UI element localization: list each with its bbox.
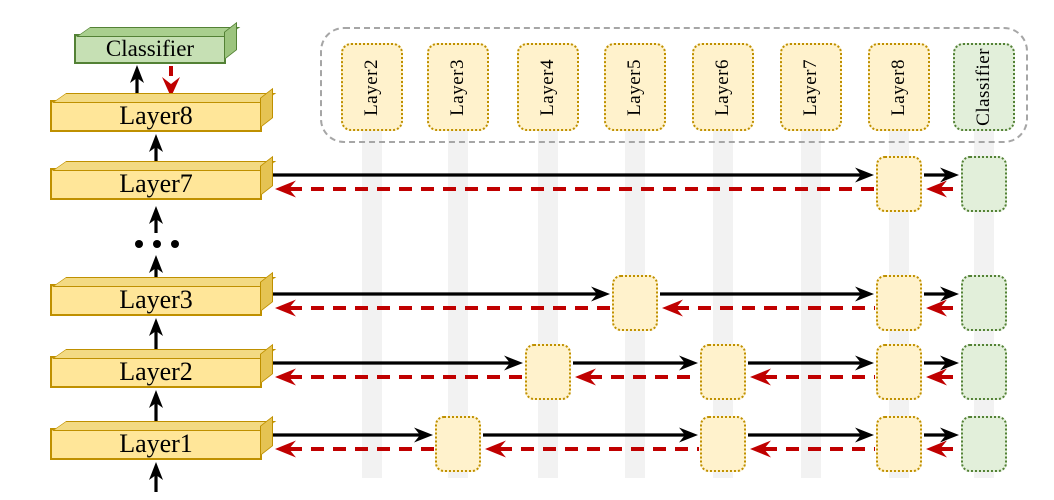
classifier-bar: Classifier [74, 34, 226, 64]
backward-arrow-layer8-layer3-head [662, 299, 683, 317]
module-box-layer2-layer4 [525, 344, 571, 400]
forward-arrow-ellipsis-to-layer7 [149, 206, 163, 233]
backward-arrow-classifier-layer1-head [926, 440, 947, 458]
backward-arrow-classifier-to-layer8 [162, 66, 180, 97]
module-box-layer7-layer8 [876, 156, 922, 212]
module-box-layer2-layer8 [876, 344, 922, 400]
forward-arrow-layer2-layer6-head [679, 355, 698, 371]
layer3-bar-label: Layer3 [119, 285, 193, 314]
module-box-layer2-classifier [961, 344, 1007, 400]
forward-arrow-layer2-layer4-head [504, 355, 523, 371]
backward-arrow-classifier-layer3-head [926, 299, 947, 317]
backward-arrow-layer6-layer1-head [485, 440, 506, 458]
forward-arrow-layer2-layer8-head [855, 355, 874, 371]
backward-arrow-layer4-layer2-head [275, 368, 296, 386]
panel-box-layer7-label: Layer7 [800, 58, 821, 116]
backward-arrow-layer3-layer1-head [275, 440, 296, 458]
panel-box-layer7: Layer7 [780, 43, 842, 131]
layer2-bar-label: Layer2 [119, 357, 193, 386]
forward-arrow-layer3-layer5-head [591, 286, 610, 302]
layer8-bar: Layer8 [50, 100, 262, 132]
layer7-bar: Layer7 [50, 168, 262, 200]
layer3-bar: Layer3 [50, 284, 262, 316]
panel-box-layer2-label: Layer2 [361, 58, 382, 116]
panel-box-classifier: Classifier [953, 43, 1015, 131]
panel-box-layer4: Layer4 [517, 43, 579, 131]
panel-box-layer2: Layer2 [341, 43, 403, 131]
panel-box-layer6: Layer6 [692, 43, 754, 131]
backward-arrow-layer8-layer1-head [750, 440, 771, 458]
module-box-layer1-layer6 [700, 416, 746, 472]
forward-arrow-layer3-layer8-head [855, 286, 874, 302]
layer2-bar: Layer2 [50, 356, 262, 388]
panel-box-layer8: Layer8 [868, 43, 930, 131]
layer7-bar-label: Layer7 [119, 169, 193, 198]
module-box-layer1-layer3 [435, 416, 481, 472]
backward-arrow-classifier-layer7-head [926, 180, 947, 198]
module-box-layer3-layer5 [612, 275, 658, 331]
classifier-bar-label: Classifier [105, 36, 195, 61]
layer8-bar-label: Layer8 [119, 101, 193, 130]
forward-arrow-layer1-classifier-head [940, 427, 959, 443]
module-box-layer3-layer8 [876, 275, 922, 331]
backward-arrow-layer8-layer7-head [275, 180, 296, 198]
forward-arrow-layer2-classifier-head [940, 355, 959, 371]
layer1-bar-label: Layer1 [119, 429, 193, 458]
module-box-layer1-layer8 [876, 416, 922, 472]
forward-arrow-input-to-layer1 [149, 462, 163, 492]
module-box-layer1-classifier [961, 416, 1007, 472]
backward-arrow-layer8-layer2-head [750, 368, 771, 386]
column-band-layer3 [448, 131, 468, 478]
column-band-layer7 [801, 131, 821, 478]
stack-ellipsis [135, 240, 179, 248]
forward-arrow-layer7-layer8-head [855, 167, 874, 183]
forward-arrow-layer1-layer3-head [414, 427, 433, 443]
forward-arrow-layer7-classifier-head [940, 167, 959, 183]
panel-box-layer3-label: Layer3 [447, 58, 468, 116]
column-band-layer2 [362, 131, 382, 478]
backward-arrow-layer5-layer3-head [275, 299, 296, 317]
layer1-bar: Layer1 [50, 428, 262, 460]
forward-arrow-layer3-classifier-head [940, 286, 959, 302]
forward-arrow-layer1-layer6-head [679, 427, 698, 443]
backward-arrow-classifier-layer2-head [926, 368, 947, 386]
panel-box-layer5-label: Layer5 [624, 58, 645, 116]
panel-box-layer5: Layer5 [604, 43, 666, 131]
panel-box-layer6-label: Layer6 [712, 58, 733, 116]
panel-box-classifier-label: Classifier [973, 48, 994, 126]
module-box-layer7-classifier [961, 156, 1007, 212]
module-box-layer2-layer6 [700, 344, 746, 400]
forward-arrow-layer1-layer8-head [855, 427, 874, 443]
module-box-layer3-classifier [961, 275, 1007, 331]
panel-box-layer8-label: Layer8 [888, 58, 909, 116]
panel-box-layer3: Layer3 [427, 43, 489, 131]
panel-box-layer4-label: Layer4 [537, 58, 558, 116]
backward-arrow-layer6-layer2-head [575, 368, 596, 386]
